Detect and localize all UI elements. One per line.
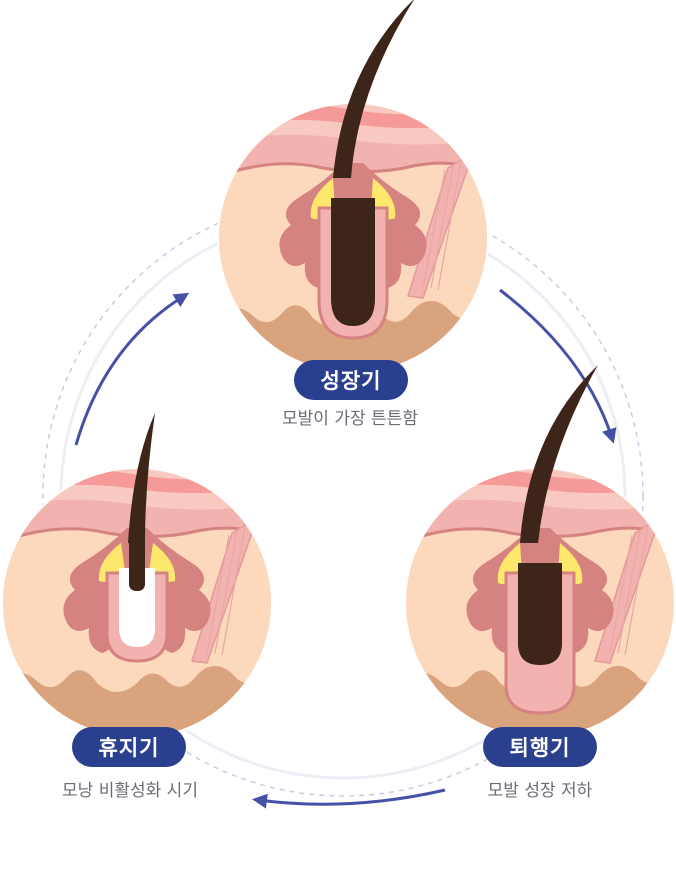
stage-label-growth: 성장기	[294, 360, 408, 400]
arrow-catagen-to-telogen	[252, 788, 446, 809]
stage-caption-catagen: 모발 성장 저하	[487, 781, 593, 801]
arrow-growth-to-catagen	[499, 288, 617, 444]
stage-caption-growth: 모발이 가장 튼튼함	[282, 409, 418, 429]
stage-caption-telogen: 모낭 비활성화 시기	[62, 781, 198, 801]
telogen-illustration	[1, 413, 273, 739]
arrow-telogen-to-growth	[74, 292, 190, 446]
stage-label-telogen: 휴지기	[72, 727, 186, 767]
stage-label-catagen: 퇴행기	[483, 727, 597, 767]
anagen-illustration	[217, 0, 489, 374]
catagen-illustration	[404, 365, 676, 739]
